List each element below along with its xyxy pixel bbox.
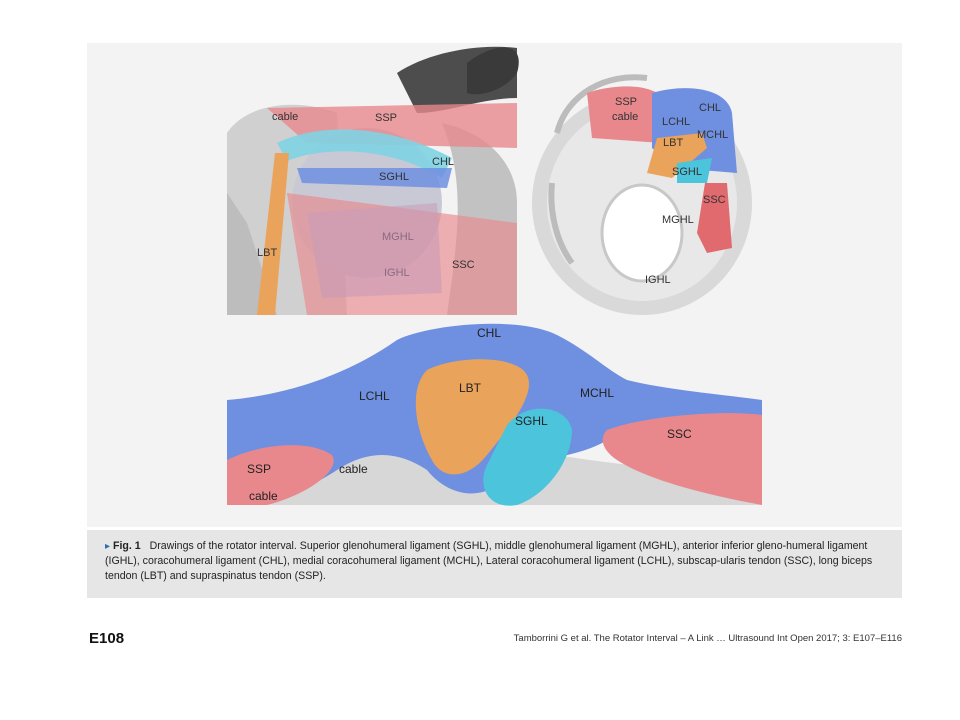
sghl-shape-b — [483, 408, 572, 506]
panel-interval-cross-section: CHL LBT LCHL MCHL SGHL SSC SSP cable cab… — [227, 320, 762, 506]
panel-glenoid-sagittal: SSP cable CHL LCHL MCHL LBT SGHL SSC MGH… — [527, 43, 777, 315]
page-number: E108 — [89, 630, 125, 647]
lbt-shape — [257, 153, 289, 315]
caption-arrow-icon: ▸ — [105, 541, 111, 552]
label-lbt-tl: LBT — [257, 247, 277, 259]
label-ssp-tl: SSP — [375, 112, 397, 124]
figure-panel: cable SSP CHL SGHL MGHL IGHL SSC LBT — [87, 43, 902, 527]
label-lchl-b: LCHL — [359, 389, 390, 403]
label-lbt-tr: LBT — [663, 137, 683, 149]
label-cable-b-upper: cable — [339, 462, 368, 476]
label-mchl-b: MCHL — [580, 386, 614, 400]
lbt-shape-tr — [647, 133, 707, 178]
lbt-shape-b — [415, 359, 529, 475]
label-sghl-b: SGHL — [515, 414, 548, 428]
chl-shape — [277, 129, 452, 178]
label-ighl-tl: IGHL — [384, 267, 410, 279]
label-mghl-tl: MGHL — [382, 231, 414, 243]
ssc-shape-tr — [697, 183, 732, 253]
label-sghl-tr: SGHL — [672, 166, 702, 178]
sghl-shape-tr — [677, 158, 712, 183]
label-ssp-tr: SSP — [615, 96, 637, 108]
ssc-shape-b — [602, 413, 762, 505]
label-lchl-tr: LCHL — [662, 116, 690, 128]
label-ighl-tr: IGHL — [645, 274, 671, 286]
panel-shoulder-anterior: cable SSP CHL SGHL MGHL IGHL SSC LBT — [227, 43, 519, 315]
label-cable-tl: cable — [272, 111, 298, 123]
label-cable-tr: cable — [612, 111, 638, 123]
label-sghl-tl: SGHL — [379, 171, 409, 183]
label-ssc-b: SSC — [667, 427, 692, 441]
label-ssc-tr: SSC — [703, 194, 726, 206]
label-ssp-b: SSP — [247, 462, 271, 476]
label-mghl-tr: MGHL — [662, 214, 694, 226]
label-cable-b-lower: cable — [249, 489, 278, 503]
ssp-shape-b — [227, 445, 334, 505]
figure-caption: ▸ Fig. 1 Drawings of the rotator interva… — [87, 530, 902, 598]
label-mchl-tr: MCHL — [697, 129, 728, 141]
label-ssc-tl: SSC — [452, 259, 475, 271]
caption-text: Drawings of the rotator interval. Superi… — [105, 540, 873, 582]
sghl-shape — [297, 168, 452, 188]
ssp-shape-tr — [587, 86, 667, 143]
label-chl-tl: CHL — [432, 156, 454, 168]
label-chl-tr: CHL — [699, 102, 721, 114]
figure-illustration: cable SSP CHL SGHL MGHL IGHL SSC LBT — [227, 43, 777, 506]
citation-footer: Tamborrini G et al. The Rotator Interval… — [513, 633, 902, 644]
figure-label: Fig. 1 — [112, 540, 141, 552]
label-lbt-b: LBT — [459, 381, 482, 395]
label-chl-b: CHL — [477, 326, 501, 340]
